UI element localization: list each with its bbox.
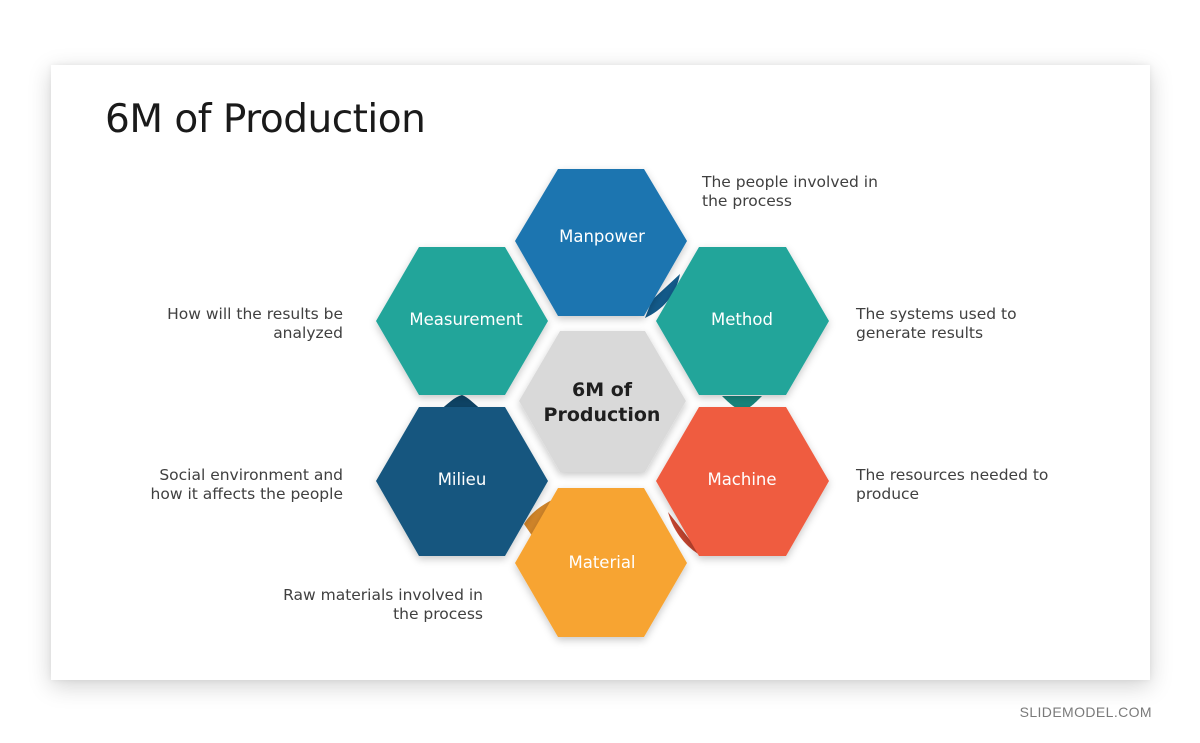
method-description: The systems used to generate results [856, 305, 1017, 343]
milieu-label: Milieu [438, 470, 487, 489]
method-description-line2: generate results [856, 324, 984, 342]
measurement-description-line1: How will the results be [167, 305, 343, 323]
method-description-line1: The systems used to [856, 305, 1017, 323]
measurement-description: How will the results be analyzed [167, 305, 343, 343]
manpower-description-line2: the process [702, 192, 792, 210]
material-description-line1: Raw materials involved in [283, 586, 483, 604]
tab-method [722, 396, 762, 410]
connector-tabs [440, 274, 762, 555]
measurement-label: Measurement [409, 310, 523, 329]
material-description: Raw materials involved in the process [283, 586, 483, 624]
manpower-description-line1: The people involved in [702, 173, 878, 191]
hexagon-labels: 6M of Production Manpower Method Machine… [409, 227, 776, 572]
milieu-description: Social environment and how it affects th… [151, 466, 343, 504]
tab-machine [668, 512, 700, 555]
center-hexagon [519, 331, 686, 472]
footer-watermark: SLIDEMODEL.COM [1019, 704, 1152, 720]
material-hexagon [515, 488, 687, 637]
tab-material [524, 500, 552, 540]
machine-description-line2: produce [856, 485, 920, 503]
measurement-description-line2: analyzed [273, 324, 343, 342]
milieu-description-line1: Social environment and [159, 466, 343, 484]
tab-milieu [440, 395, 482, 410]
milieu-description-line2: how it affects the people [150, 485, 343, 503]
center-label-line1: 6M of [572, 379, 633, 401]
measurement-hexagon [376, 247, 548, 395]
machine-description-line1: The resources needed to [856, 466, 1049, 484]
material-label: Material [568, 553, 635, 572]
manpower-label: Manpower [559, 227, 645, 246]
machine-label: Machine [707, 470, 776, 489]
manpower-hexagon [515, 169, 687, 316]
page-title: 6M of Production [105, 97, 426, 142]
machine-description: The resources needed to produce [856, 466, 1048, 504]
method-label: Method [711, 310, 773, 329]
tab-manpower [645, 274, 680, 318]
method-hexagon [656, 247, 829, 395]
milieu-hexagon [376, 407, 548, 556]
material-description-line2: the process [393, 605, 483, 623]
machine-hexagon [656, 407, 829, 556]
manpower-description: The people involved in the process [702, 173, 878, 211]
center-label-line2: Production [544, 404, 661, 426]
hexagons [376, 169, 829, 637]
